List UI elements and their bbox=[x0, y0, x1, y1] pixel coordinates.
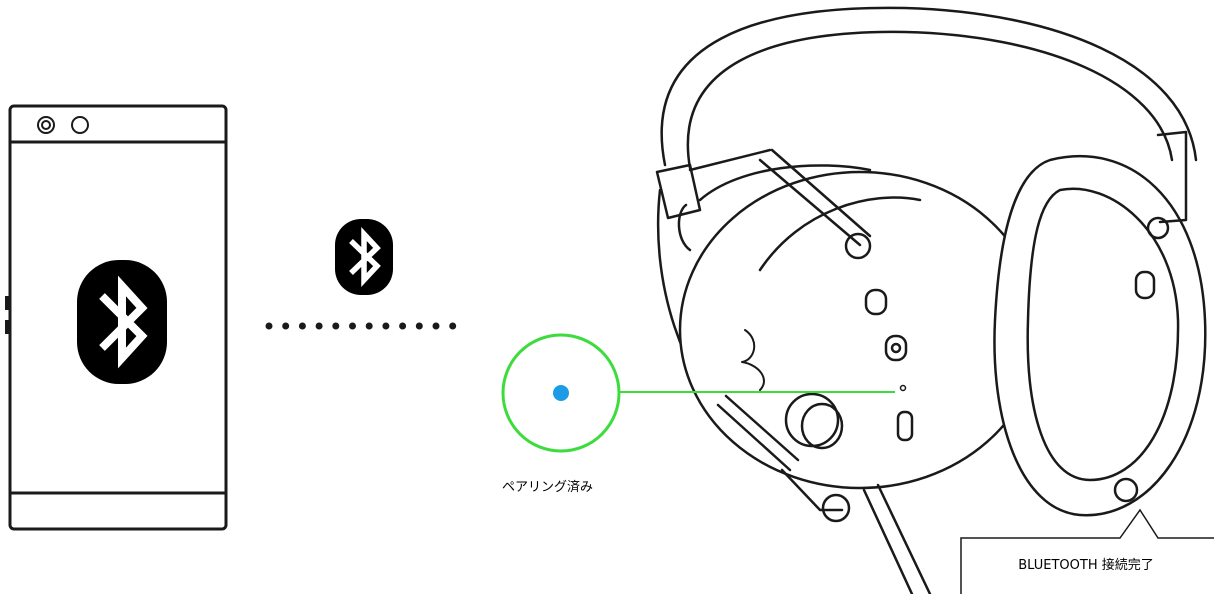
headset-led-hole bbox=[899, 384, 907, 392]
connection-dot bbox=[415, 322, 423, 330]
connection-dot bbox=[449, 322, 457, 330]
connection-callout-label: BLUETOOTH 接続完了 bbox=[1018, 558, 1154, 573]
connection-dot bbox=[332, 322, 340, 330]
connection-dots bbox=[265, 322, 457, 330]
connection-dot bbox=[399, 322, 407, 330]
callout-box bbox=[960, 508, 1214, 594]
razer-logo bbox=[741, 329, 765, 391]
led-indicator bbox=[553, 385, 569, 401]
connection-dot bbox=[282, 322, 290, 330]
connection-dot bbox=[265, 322, 273, 330]
phone-sensor bbox=[71, 116, 89, 134]
pairing-status-label: ペアリング済み bbox=[502, 480, 594, 495]
right-ear-pad bbox=[993, 155, 1207, 517]
mute-button bbox=[864, 288, 888, 316]
bluetooth-icon bbox=[335, 219, 393, 295]
headset-illustration bbox=[655, 6, 1207, 594]
connection-dot bbox=[298, 322, 306, 330]
connection-dot bbox=[365, 322, 373, 330]
connection-dot bbox=[382, 322, 390, 330]
bluetooth-icon bbox=[77, 260, 167, 384]
left-ear-cup bbox=[678, 170, 1042, 490]
connection-dot bbox=[432, 322, 440, 330]
usb-port bbox=[896, 410, 914, 442]
connection-dot bbox=[349, 322, 356, 330]
phone-camera bbox=[37, 116, 55, 134]
volume-dial bbox=[784, 392, 840, 448]
power-button bbox=[884, 334, 908, 362]
connection-dot bbox=[315, 322, 323, 330]
